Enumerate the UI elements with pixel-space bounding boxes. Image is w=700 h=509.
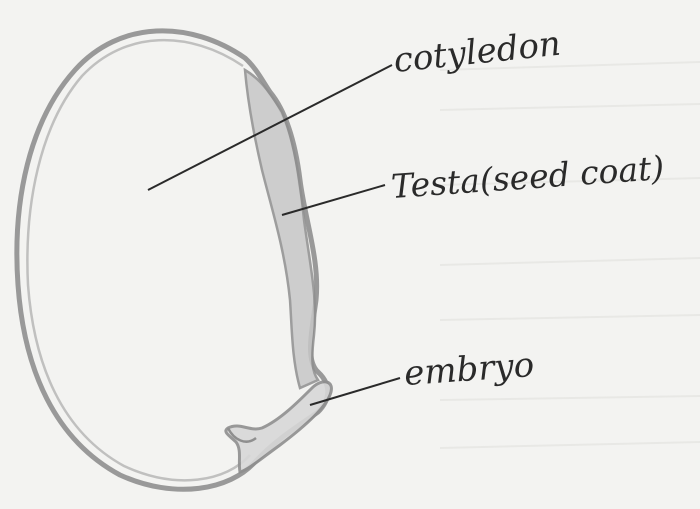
cotyledon-label: cotyledon — [392, 24, 563, 81]
seed-outline-inner-stroke — [27, 40, 250, 480]
testa-label: Testa(seed coat) — [390, 148, 666, 206]
paper-ruled-lines — [440, 62, 700, 448]
embryo-shape — [226, 382, 332, 472]
embryo-label: embryo — [403, 345, 536, 394]
